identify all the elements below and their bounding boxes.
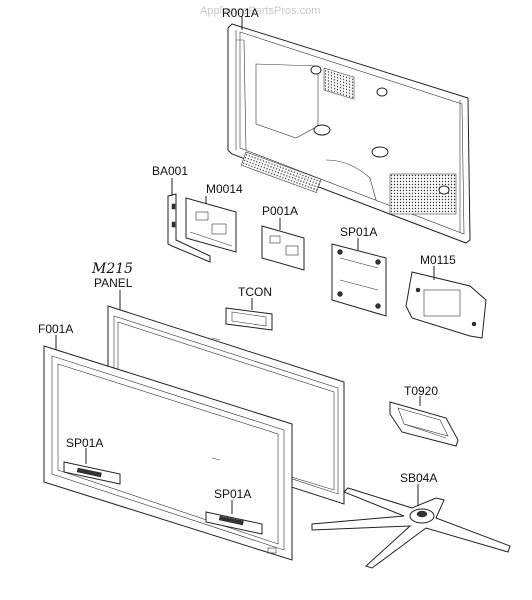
sb04a-stand-base-part	[311, 487, 511, 569]
label-panel: PANEL	[94, 276, 133, 290]
label-tcon: TCON	[238, 285, 272, 299]
label-sb04a: SB04A	[400, 471, 437, 485]
m0014-mainboard-part	[185, 197, 237, 253]
t0920-stand-neck-part	[389, 401, 459, 447]
f001a-front-bezel-part	[43, 345, 293, 561]
rear-cover-part	[227, 23, 471, 244]
label-sp01a-top: SP01A	[340, 225, 377, 239]
m0115-bracket-part	[405, 271, 487, 339]
ba001-bracket-part	[167, 193, 211, 263]
label-sp01a-left: SP01A	[66, 436, 103, 450]
handwritten-note: M215	[91, 261, 133, 277]
label-sp01a-right: SP01A	[214, 487, 251, 501]
sp01a-speaker-bracket-part	[331, 243, 387, 317]
watermark-text: AppliancePartsPros.com	[200, 5, 320, 17]
label-t0920: T0920	[404, 384, 438, 398]
label-m0115: M0115	[420, 253, 456, 267]
label-ba001: BA001	[152, 164, 188, 178]
tcon-board-part	[225, 307, 273, 331]
sp01a-right-speaker-part	[205, 511, 263, 535]
p001a-powerboard-part	[261, 225, 305, 271]
sp01a-left-speaker-part	[63, 461, 121, 485]
label-r001a: R001A	[222, 6, 259, 20]
label-m0014: M0014	[206, 182, 243, 196]
label-p001a: P001A	[262, 204, 298, 218]
label-f001a: F001A	[38, 322, 73, 336]
